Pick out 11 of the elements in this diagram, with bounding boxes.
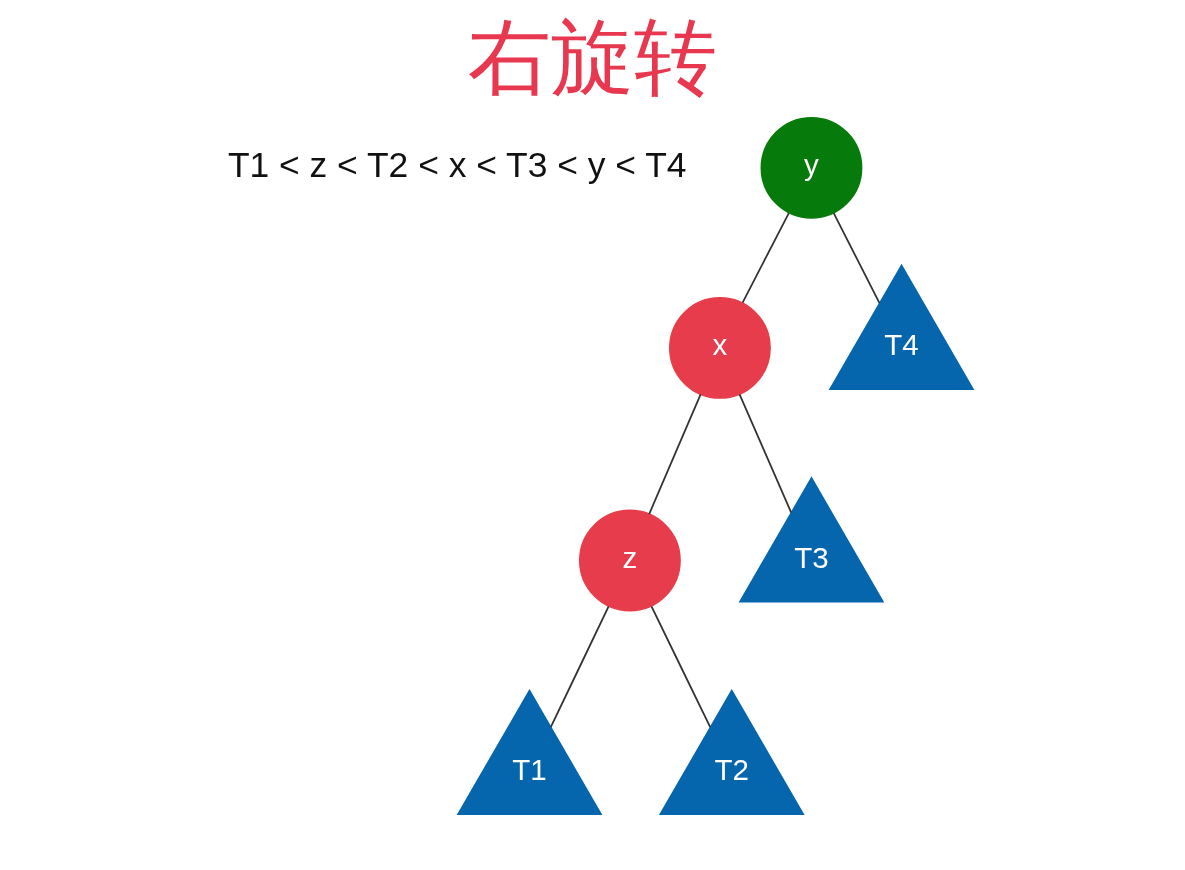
connector bbox=[832, 212, 880, 305]
node-circle: x bbox=[668, 297, 771, 399]
connector bbox=[549, 605, 609, 729]
connector bbox=[650, 605, 711, 729]
diagram-title: 右旋转 bbox=[468, 11, 717, 105]
label: T1 < z < T2 < x < T3 < y < T4 bbox=[227, 144, 686, 185]
node-circle: y bbox=[760, 116, 862, 219]
connector bbox=[738, 393, 792, 514]
connector bbox=[647, 393, 701, 515]
node-circle: z bbox=[578, 509, 681, 612]
connector bbox=[741, 212, 790, 304]
